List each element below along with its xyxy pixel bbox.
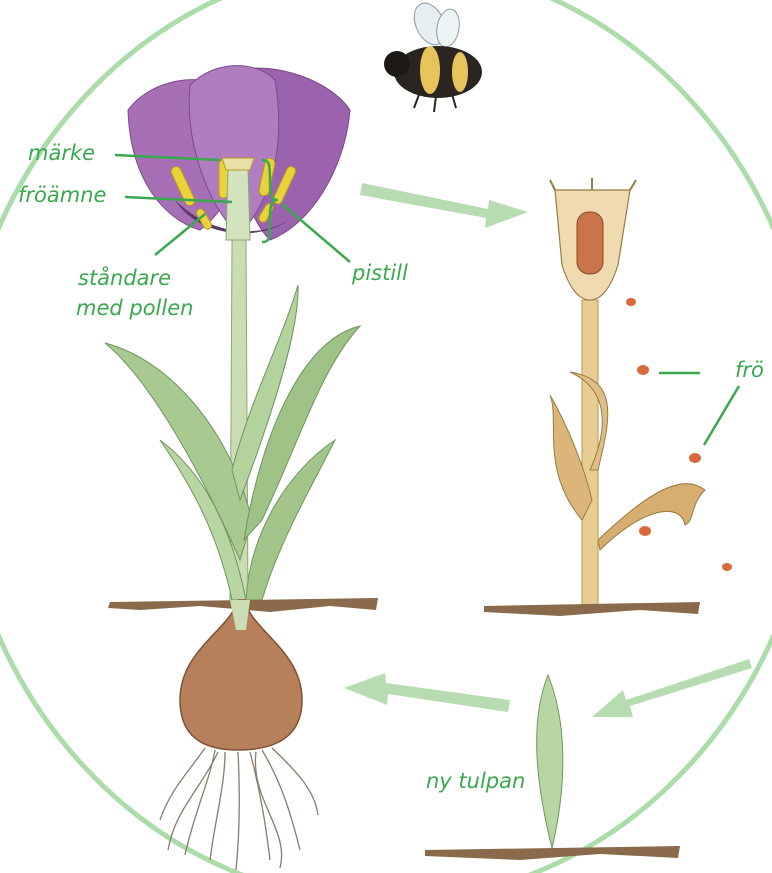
label-fro: frö [735,358,764,382]
seeds [626,298,732,571]
label-froamne: fröämne [18,183,106,207]
capsule-tips [550,178,636,190]
bee-head [384,51,410,77]
bee-illustration [384,0,482,112]
tulip-bulb [160,600,318,870]
pistil-stigma [222,158,254,170]
arrow-pod-to-seedling [592,659,752,717]
arrow-flower-to-pod [360,183,528,228]
label-med-pollen: med pollen [76,296,193,320]
label-marke: märke [28,141,95,165]
dry-stem [582,300,598,606]
seed [689,453,701,463]
seed [722,563,732,571]
roots [160,748,318,870]
leader-pistill [282,204,350,262]
soil-line [484,602,700,616]
bee-stripe [452,52,468,92]
seed [637,365,649,375]
label-ny-tulpan: ny tulpan [426,769,525,793]
leader-fro-b [704,386,739,445]
bee-stripe [420,46,440,94]
seed [626,298,636,306]
dry-leaf [598,484,705,550]
tulip-leaf [105,343,252,560]
capsule-seeds [577,212,603,274]
label-standare: ståndare [78,266,171,290]
pistil [226,168,250,240]
dry-seed-pod [484,178,732,616]
seed [639,526,651,536]
label-pistill: pistill [352,261,408,285]
soil-line [425,846,680,860]
arrow-seedling-to-bulb [344,673,510,712]
tulip-flower [105,66,360,600]
seedling-leaf [537,675,563,848]
